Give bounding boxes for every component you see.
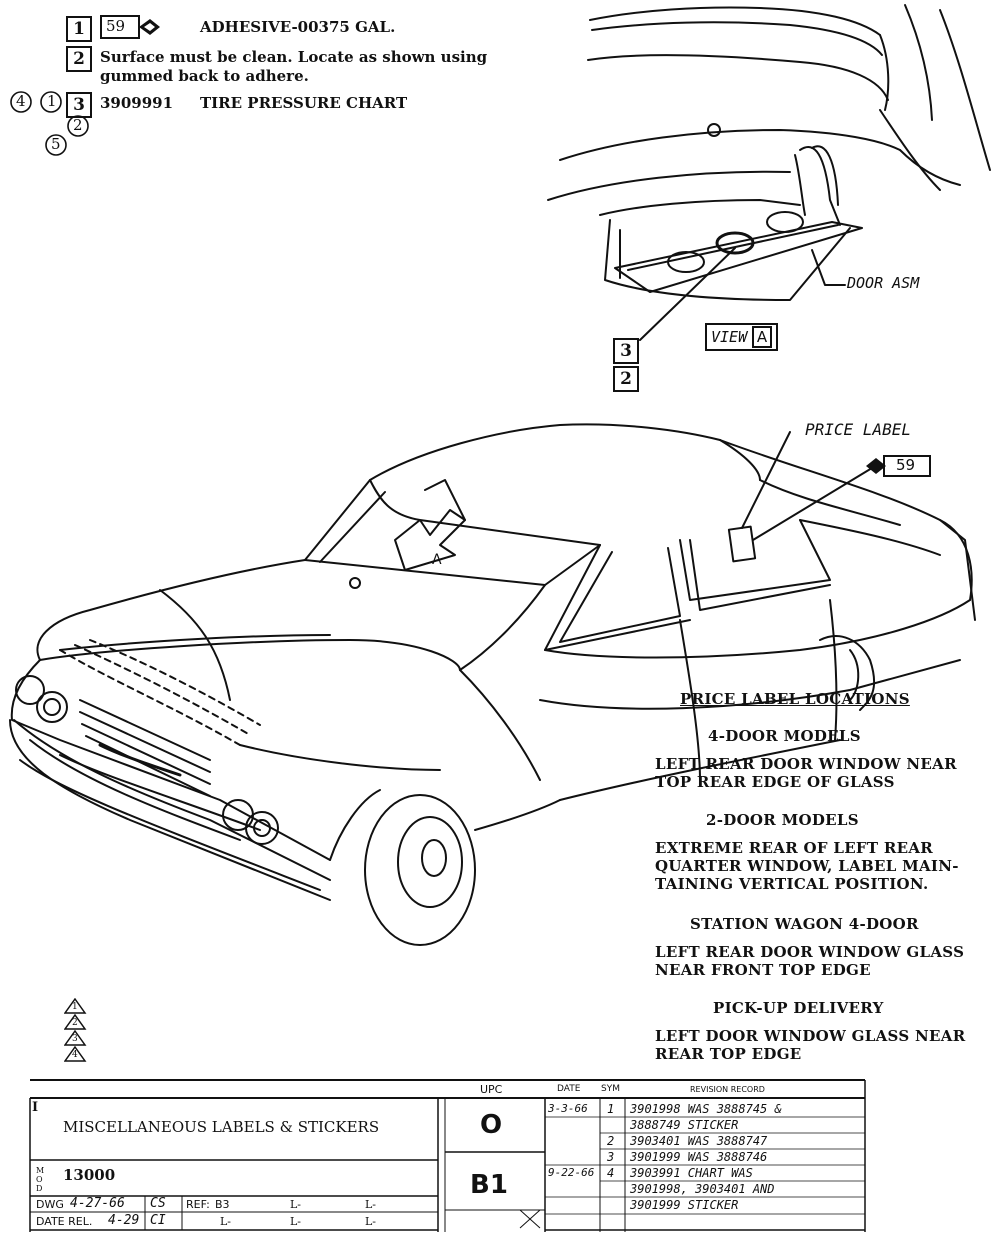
drawing-title: MISCELLANEOUS LABELS & STICKERS: [63, 1118, 380, 1136]
revision-line: 3901999 WAS 3888746: [630, 1150, 768, 1164]
rel-initials: CI: [150, 1213, 166, 1228]
title-block-grid: [29, 1079, 866, 1232]
l-mark: L-: [290, 1198, 302, 1211]
ref-value: B3: [215, 1198, 230, 1211]
revision-line: 3901998, 3903401 AND: [630, 1182, 775, 1196]
mod-label: M O D: [36, 1166, 45, 1193]
section-heading: 4-DOOR MODELS: [708, 727, 861, 745]
circled-refs-lower: 2 5: [40, 112, 100, 158]
section-heading: PICK-UP DELIVERY: [713, 999, 884, 1017]
circled-num: 1: [47, 92, 57, 110]
view-letter: A: [751, 326, 773, 348]
circled-num: 2: [73, 116, 83, 134]
revision-triangle-num: 2: [72, 1018, 78, 1028]
revision-line: 3903991 CHART WAS: [630, 1166, 753, 1180]
price-code-tag: 59: [864, 454, 932, 478]
legend-text: ADHESIVE-00375 GAL.: [200, 18, 396, 36]
revision-line: 3901999 STICKER: [630, 1198, 739, 1212]
section-line: LEFT REAR DOOR WINDOW GLASS: [655, 943, 965, 961]
dwg-label: DWG: [36, 1198, 64, 1211]
legend-num-box: 2: [66, 46, 92, 72]
section-line: TAINING VERTICAL POSITION.: [655, 875, 929, 893]
section-heading: 2-DOOR MODELS: [706, 811, 859, 829]
l-mark: L-: [290, 1215, 302, 1228]
section-line: EXTREME REAR OF LEFT REAR: [655, 839, 934, 857]
date-rel: 4-29: [108, 1213, 140, 1228]
view-a-label: VIEW A: [705, 323, 779, 351]
revision-line: 3901998 WAS 3888745 &: [630, 1102, 782, 1116]
legend-num-box: 3: [66, 92, 92, 118]
legend-text: TIRE PRESSURE CHART: [200, 94, 408, 112]
view-a-illustration: [547, 4, 991, 341]
part-number: 3909991: [100, 94, 174, 112]
upc-value: O: [480, 1110, 503, 1140]
revision-line: 3888749 STICKER: [630, 1118, 739, 1132]
legend-text: gummed back to adhere.: [100, 67, 309, 85]
section-code: B1: [470, 1170, 508, 1200]
section-line: QUARTER WINDOW, LABEL MAIN-: [655, 857, 959, 875]
revision-header: REVISION RECORD: [690, 1085, 765, 1094]
date-header: DATE: [557, 1084, 581, 1094]
section-line: LEFT REAR DOOR WINDOW NEAR: [655, 755, 957, 773]
section-line: REAR TOP EDGE: [655, 1045, 802, 1063]
legend-num-box: 1: [66, 16, 92, 42]
adhesive-code: 59: [106, 17, 126, 35]
l-mark: L-: [220, 1215, 232, 1228]
sym-header: SYM: [601, 1084, 620, 1094]
circled-num: 5: [51, 135, 61, 153]
revision-triangle-num: 4: [72, 1050, 78, 1060]
adhesive-code-tag: 59: [100, 14, 164, 40]
l-mark: L-: [365, 1198, 377, 1211]
revision-sym: 1: [607, 1102, 615, 1116]
l-mark: L-: [365, 1215, 377, 1228]
revision-sym: 4: [607, 1166, 615, 1180]
corner-mark: I: [32, 1100, 39, 1115]
revision-sym: 3: [607, 1150, 615, 1164]
drawing-number: 13000: [63, 1166, 116, 1184]
door-asm-callout: DOOR ASM: [847, 274, 920, 292]
circled-refs: 4 1: [10, 90, 80, 114]
ref-label: REF:: [186, 1198, 210, 1211]
circled-num: 4: [16, 92, 26, 110]
revision-line: 3903401 WAS 3888747: [630, 1134, 768, 1148]
view-a-box-3: 3: [613, 338, 639, 364]
revision-triangles: 1 2 3 4: [63, 997, 88, 1062]
revision-date: 9-22-66: [548, 1166, 595, 1179]
price-locations-title: PRICE LABEL LOCATIONS: [680, 690, 910, 708]
dwg-date: 4-27-66: [70, 1196, 125, 1211]
date-rel-label: DATE REL.: [36, 1215, 93, 1228]
price-label-callout: PRICE LABEL: [805, 420, 911, 439]
view-arrow-letter: A: [432, 552, 442, 568]
revision-date: 3-3-66: [548, 1102, 588, 1115]
legend-text: Surface must be clean. Locate as shown u…: [100, 48, 488, 66]
revision-triangle-num: 3: [72, 1034, 78, 1044]
section-line: TOP REAR EDGE OF GLASS: [655, 773, 895, 791]
price-code: 59: [896, 456, 916, 474]
revision-sym: 2: [607, 1134, 615, 1148]
section-heading: STATION WAGON 4-DOOR: [690, 915, 919, 933]
view-label: VIEW: [711, 328, 748, 346]
section-line: NEAR FRONT TOP EDGE: [655, 961, 871, 979]
dwg-initials: CS: [150, 1196, 166, 1211]
section-line: LEFT DOOR WINDOW GLASS NEAR: [655, 1027, 966, 1045]
view-a-box-2: 2: [613, 366, 639, 392]
upc-header: UPC: [480, 1083, 503, 1096]
car-illustration: [9, 423, 976, 946]
revision-triangle-num: 1: [72, 1002, 78, 1012]
